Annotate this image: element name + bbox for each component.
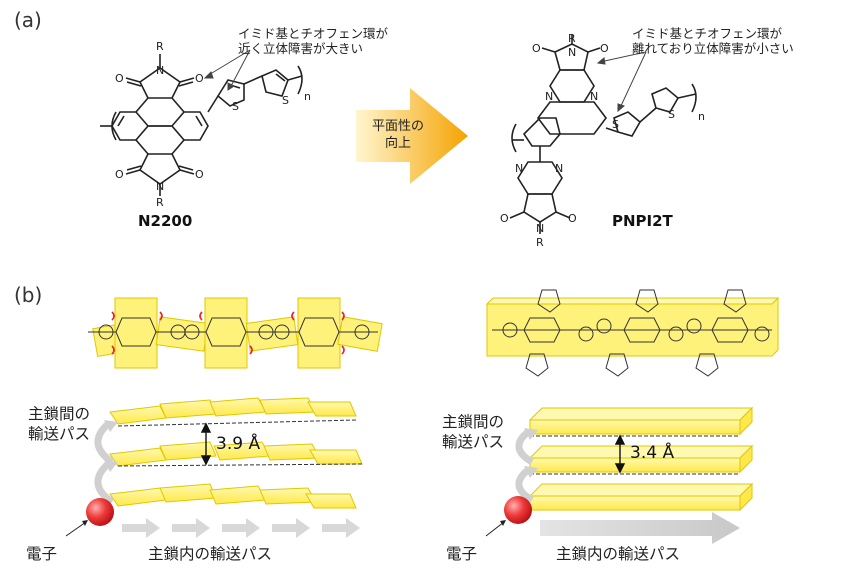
atom-s: S bbox=[232, 100, 239, 113]
pnpi2t-electron bbox=[504, 496, 532, 524]
n2200-distance-arrow bbox=[200, 422, 212, 466]
atom-o: O bbox=[532, 42, 541, 55]
atom-n-repeat: n bbox=[304, 90, 311, 103]
atom-n-bottom: N bbox=[536, 222, 544, 235]
atom-s: S bbox=[668, 108, 675, 121]
pnpi2t-annotation-arrows bbox=[596, 51, 647, 113]
atom-o: O bbox=[600, 42, 609, 55]
atom-o: O bbox=[195, 168, 204, 181]
n2200-stack-layer-middle bbox=[109, 441, 363, 467]
atom-n-top: N bbox=[156, 64, 164, 77]
n2200-electron-label: 電子 bbox=[26, 545, 58, 563]
n2200-stack bbox=[65, 397, 363, 538]
atom-n-top: N bbox=[568, 46, 576, 59]
atom-o: O bbox=[115, 72, 124, 85]
atom-r-bottom: R bbox=[536, 236, 544, 249]
pnpi2t-distance-value: 3.4 Å bbox=[630, 443, 675, 463]
atom-o: O bbox=[500, 212, 509, 225]
pnpi2t-distance-arrow bbox=[614, 434, 626, 474]
n2200-atom-labels: N R O O N R O O S S n bbox=[115, 40, 311, 209]
atom-n-repeat: n bbox=[698, 110, 705, 123]
planarity-arrow-label: 平面性の 向上 bbox=[371, 119, 424, 151]
n2200-distance-value: 3.9 Å bbox=[216, 434, 261, 454]
atom-r-top: R bbox=[156, 40, 164, 53]
pnpi2t-structure bbox=[509, 34, 697, 234]
atom-r-bottom: R bbox=[156, 196, 164, 209]
n2200-stack-layer-bottom bbox=[109, 483, 357, 509]
pnpi2t-stack bbox=[485, 406, 754, 544]
n2200-electron bbox=[86, 498, 114, 526]
atom-s: S bbox=[612, 118, 619, 131]
n2200-twisted-chain bbox=[88, 297, 383, 369]
n2200-name: N2200 bbox=[138, 212, 193, 230]
atom-o: O bbox=[115, 168, 124, 181]
atom-n: N bbox=[590, 90, 598, 103]
atom-s: S bbox=[282, 94, 289, 107]
atom-n: N bbox=[555, 162, 563, 175]
n2200-interchain-arrows bbox=[94, 421, 115, 505]
atom-n: N bbox=[515, 162, 523, 175]
pnpi2t-stack-layer-middle bbox=[528, 444, 754, 475]
atom-n-bottom: N bbox=[156, 180, 164, 193]
atom-r-top: R bbox=[568, 32, 576, 45]
atom-n: N bbox=[545, 90, 553, 103]
pnpi2t-electron-label: 電子 bbox=[446, 545, 478, 563]
pnpi2t-stack-layer-bottom bbox=[528, 482, 754, 512]
pnpi2t-stack-layer-top bbox=[528, 406, 754, 437]
planarity-arrow bbox=[356, 88, 468, 184]
pnpi2t-planar-chain bbox=[485, 289, 780, 377]
pnpi2t-intrachain-arrow bbox=[540, 512, 740, 544]
atom-o: O bbox=[568, 212, 577, 225]
pnpi2t-interchain-arrows bbox=[515, 429, 534, 504]
n2200-annotation: イミド基とチオフェン環が 近く立体障害が大きい bbox=[238, 26, 389, 56]
n2200-stack-layer-top bbox=[109, 397, 357, 427]
n2200-structure bbox=[100, 54, 303, 196]
n2200-intrachain-label: 主鎖内の輸送パス bbox=[148, 545, 273, 563]
panel-label-a: (a) bbox=[14, 8, 42, 32]
n2200-intrachain-arrows bbox=[122, 518, 360, 538]
pnpi2t-annotation: イミド基とチオフェン環が 離れており立体障害が小さい bbox=[632, 26, 794, 56]
panel-label-b: (b) bbox=[14, 283, 43, 307]
pnpi2t-interchain-label: 主鎖間の 輸送パス bbox=[442, 413, 505, 451]
n2200-interchain-label: 主鎖間の 輸送パス bbox=[28, 405, 91, 443]
pnpi2t-intrachain-label: 主鎖内の輸送パス bbox=[556, 545, 681, 563]
atom-o: O bbox=[195, 72, 204, 85]
pnpi2t-atom-labels: R N O O N N N N O O N R S S n bbox=[500, 32, 705, 249]
pnpi2t-name: PNPI2T bbox=[612, 212, 673, 230]
n2200-annotation-arrows bbox=[203, 49, 251, 91]
